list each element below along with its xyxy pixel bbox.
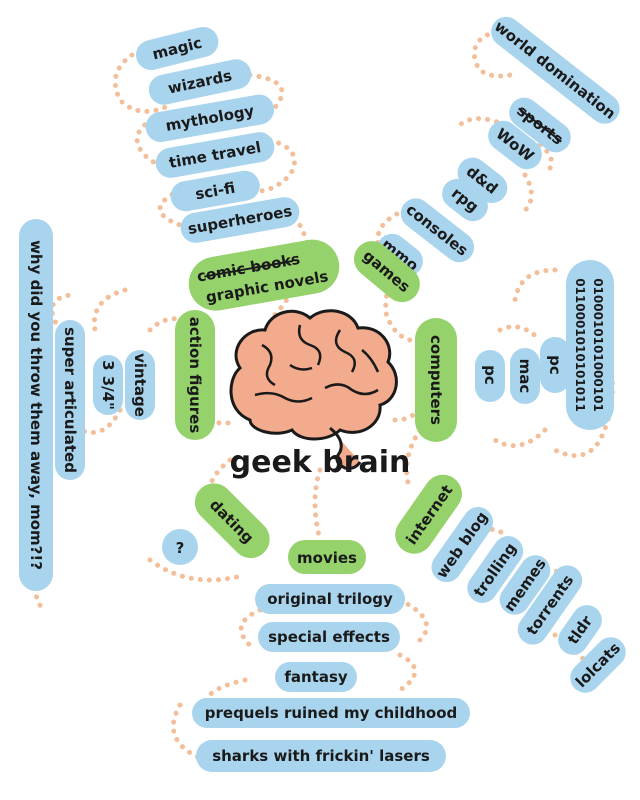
brain-icon [229, 309, 398, 470]
item-pc-1: pc [546, 355, 564, 375]
hub-action-figures: action figures [186, 317, 204, 434]
item-binary-1: 0100010101000101 [591, 278, 605, 412]
item-original-trilogy: original trilogy [267, 590, 393, 608]
hub-computers: computers [427, 335, 445, 425]
comic-branch: magic wizards mythology time travel sci-… [135, 26, 340, 311]
item-three-three-quarters: 3 3/4" [99, 360, 117, 410]
item-world-domination: world domination [491, 17, 619, 123]
item-pc-2: pc [481, 365, 499, 385]
item-fantasy: fantasy [284, 668, 348, 686]
hub-movies: movies [297, 549, 357, 567]
item-question: ? [176, 539, 185, 557]
item-sharks: sharks with frickin' lasers [212, 747, 430, 765]
item-why-throw-away: why did you throw them away, mom?!? [27, 240, 45, 570]
item-super-articulated: super articulated [61, 327, 79, 473]
computers-branch: 0100010101000101 0110001010101011 pc mac… [415, 260, 614, 442]
item-mac: mac [516, 359, 534, 394]
movies-branch: movies original trilogy special effects … [192, 540, 470, 772]
center-title: geek brain [230, 445, 411, 480]
item-prequels: prequels ruined my childhood [205, 704, 457, 722]
dating-branch: dating ? [162, 483, 270, 565]
item-binary-2: 0110001010101011 [573, 278, 587, 412]
item-special-effects: special effects [268, 628, 390, 646]
internet-branch: internet web blog trolling memes torrent… [395, 474, 626, 693]
item-vintage: vintage [131, 353, 149, 417]
action-figures-branch: action figures vintage 3 3/4" super arti… [19, 219, 215, 591]
